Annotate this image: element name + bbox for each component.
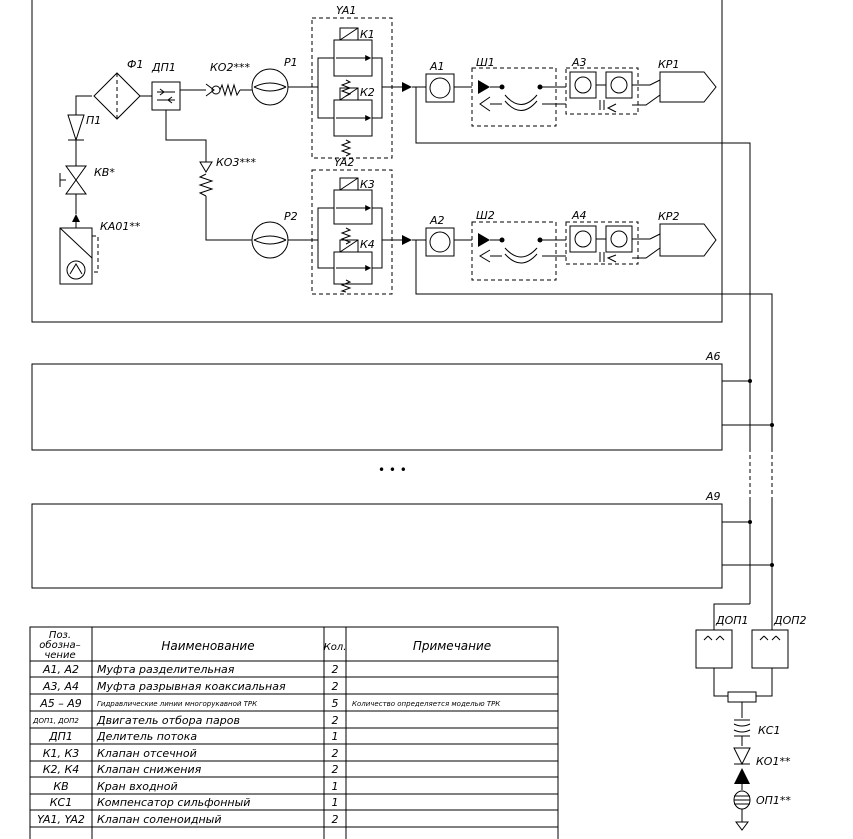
a3-coaxial-breakaway (565, 67, 661, 115)
label-ko3: КО3*** (216, 156, 256, 169)
p1-flow-meter (251, 68, 304, 106)
table-cell-qty: 2 (332, 763, 339, 776)
label-f1: Ф1 (127, 58, 143, 71)
table-header-pos-2: обозна– (39, 639, 80, 651)
kr1-nozzle (659, 71, 717, 103)
kr2-nozzle (659, 223, 717, 257)
ka01-pump-unit (59, 214, 99, 285)
table-cell-qty: 2 (332, 680, 339, 693)
ko2-check-valve (205, 83, 252, 97)
table-cell-qty: 5 (332, 697, 339, 710)
ellipsis: • • • (378, 463, 407, 477)
label-a4: А4 (571, 209, 587, 222)
table-cell-pos: КС1 (50, 796, 73, 809)
p2-flow-meter (251, 221, 304, 259)
table-cell-name: Клапан снижения (97, 763, 202, 776)
label-a6: А6 (705, 350, 721, 363)
label-kr1: КР1 (658, 58, 679, 71)
dop1-vapour-pump (695, 629, 733, 669)
table-cell-pos: А3, А4 (42, 680, 79, 693)
label-ya2: YA2 (334, 156, 354, 169)
table-cell-name: Делитель потока (96, 730, 197, 743)
dop2-vapour-pump (751, 629, 789, 669)
a4-coaxial-breakaway (565, 221, 661, 265)
label-sh1: Ш1 (476, 56, 495, 69)
label-ka01: КА01** (100, 220, 141, 233)
table-cell-pos: КВ (53, 780, 68, 793)
a6-hydraulic-line (31, 363, 723, 451)
label-k2: К2 (360, 86, 375, 99)
label-kc1: КС1 (758, 724, 781, 737)
table-cell-qty: 1 (332, 780, 339, 793)
table-header-pos-3: чение (44, 650, 75, 661)
table-cell-pos: А5 – А9 (39, 697, 82, 710)
merge-tee (713, 668, 773, 718)
table-cell-pos: ДОП1, ДОП2 (32, 717, 79, 725)
label-op1: ОП1** (756, 794, 791, 807)
label-a1: А1 (429, 60, 445, 73)
table-cell-name: Муфта разрывная коаксиальная (97, 680, 286, 693)
label-sh2: Ш2 (476, 209, 495, 222)
label-k3: К3 (360, 178, 375, 191)
label-kv: КВ* (94, 166, 115, 179)
table-cell-name: Гидравлические линии многорукавной ТРК (97, 700, 258, 708)
ko3-check-valve (198, 161, 252, 241)
label-p2: Р2 (284, 210, 298, 223)
vapour-return-lines (713, 322, 774, 630)
table-cell-qty: 2 (332, 813, 339, 826)
table-cell-name: Клапан отсечной (97, 747, 197, 760)
dispenser-frame (31, 0, 723, 323)
label-p11: П1 (86, 114, 101, 127)
dp1-flow-divider (151, 81, 206, 111)
label-p1: Р1 (284, 56, 298, 69)
ya1-solenoid-valve (304, 17, 412, 159)
table-cell-pos: К2, К4 (43, 763, 80, 776)
table-cell-name: Клапан соленоидный (97, 813, 221, 826)
table-cell-qty: 1 (332, 796, 339, 809)
table-header-qty: Кол. (324, 642, 347, 653)
sh1-hose (471, 67, 566, 127)
a2-breakaway-coupling (412, 227, 773, 322)
label-a9: А9 (705, 490, 721, 503)
label-ko2: КО2*** (210, 61, 250, 74)
op1-flame-arrester (733, 790, 751, 831)
ya2-solenoid-valve (304, 169, 412, 295)
label-kr2: КР2 (658, 210, 679, 223)
a1-breakaway-coupling (412, 73, 751, 322)
a9-hydraulic-line (31, 503, 723, 589)
f1-filter (93, 72, 152, 120)
table-cell-pos: К1, К3 (43, 747, 80, 760)
table-cell-pos: А1, А2 (42, 663, 79, 676)
ko1-check-valve (733, 747, 751, 790)
label-dop1: ДОП1 (715, 614, 749, 627)
kv-inlet-valve (59, 140, 87, 214)
label-dop2: ДОП2 (773, 614, 807, 627)
table-cell-qty: 2 (332, 747, 339, 760)
sh2-hose (471, 221, 566, 281)
label-a2: А2 (429, 214, 445, 227)
label-ya1: YA1 (336, 4, 356, 17)
table-cell-name: Компенсатор сильфонный (97, 796, 250, 809)
table-cell-qty: 1 (332, 730, 339, 743)
label-k1: К1 (360, 28, 375, 41)
table-cell-pos: YA1, YA2 (37, 813, 85, 826)
label-dp1: ДП1 (151, 61, 176, 74)
label-a3: А3 (571, 56, 587, 69)
table-cell-pos: ДП1 (48, 730, 73, 743)
label-ko1: КО1** (756, 755, 791, 768)
p1-check-valve (67, 95, 92, 142)
table-cell-name: Муфта разделительная (97, 663, 235, 676)
table-cell-note: Количество определяется моделью ТРК (352, 700, 501, 708)
table-header-note: Примечание (413, 639, 491, 653)
table-cell-name: Кран входной (97, 780, 178, 793)
table-header-name: Наименование (161, 639, 254, 653)
table-cell-qty: 2 (332, 663, 339, 676)
spec-table: Поз. обозна– чение Наименование Кол. При… (29, 626, 559, 839)
table-cell-qty: 2 (332, 714, 339, 727)
kc1-bellows-compensator (733, 719, 751, 746)
table-header-pos-1: Поз. (49, 630, 71, 641)
label-k4: К4 (360, 238, 375, 251)
table-cell-name: Двигатель отбора паров (96, 714, 240, 727)
